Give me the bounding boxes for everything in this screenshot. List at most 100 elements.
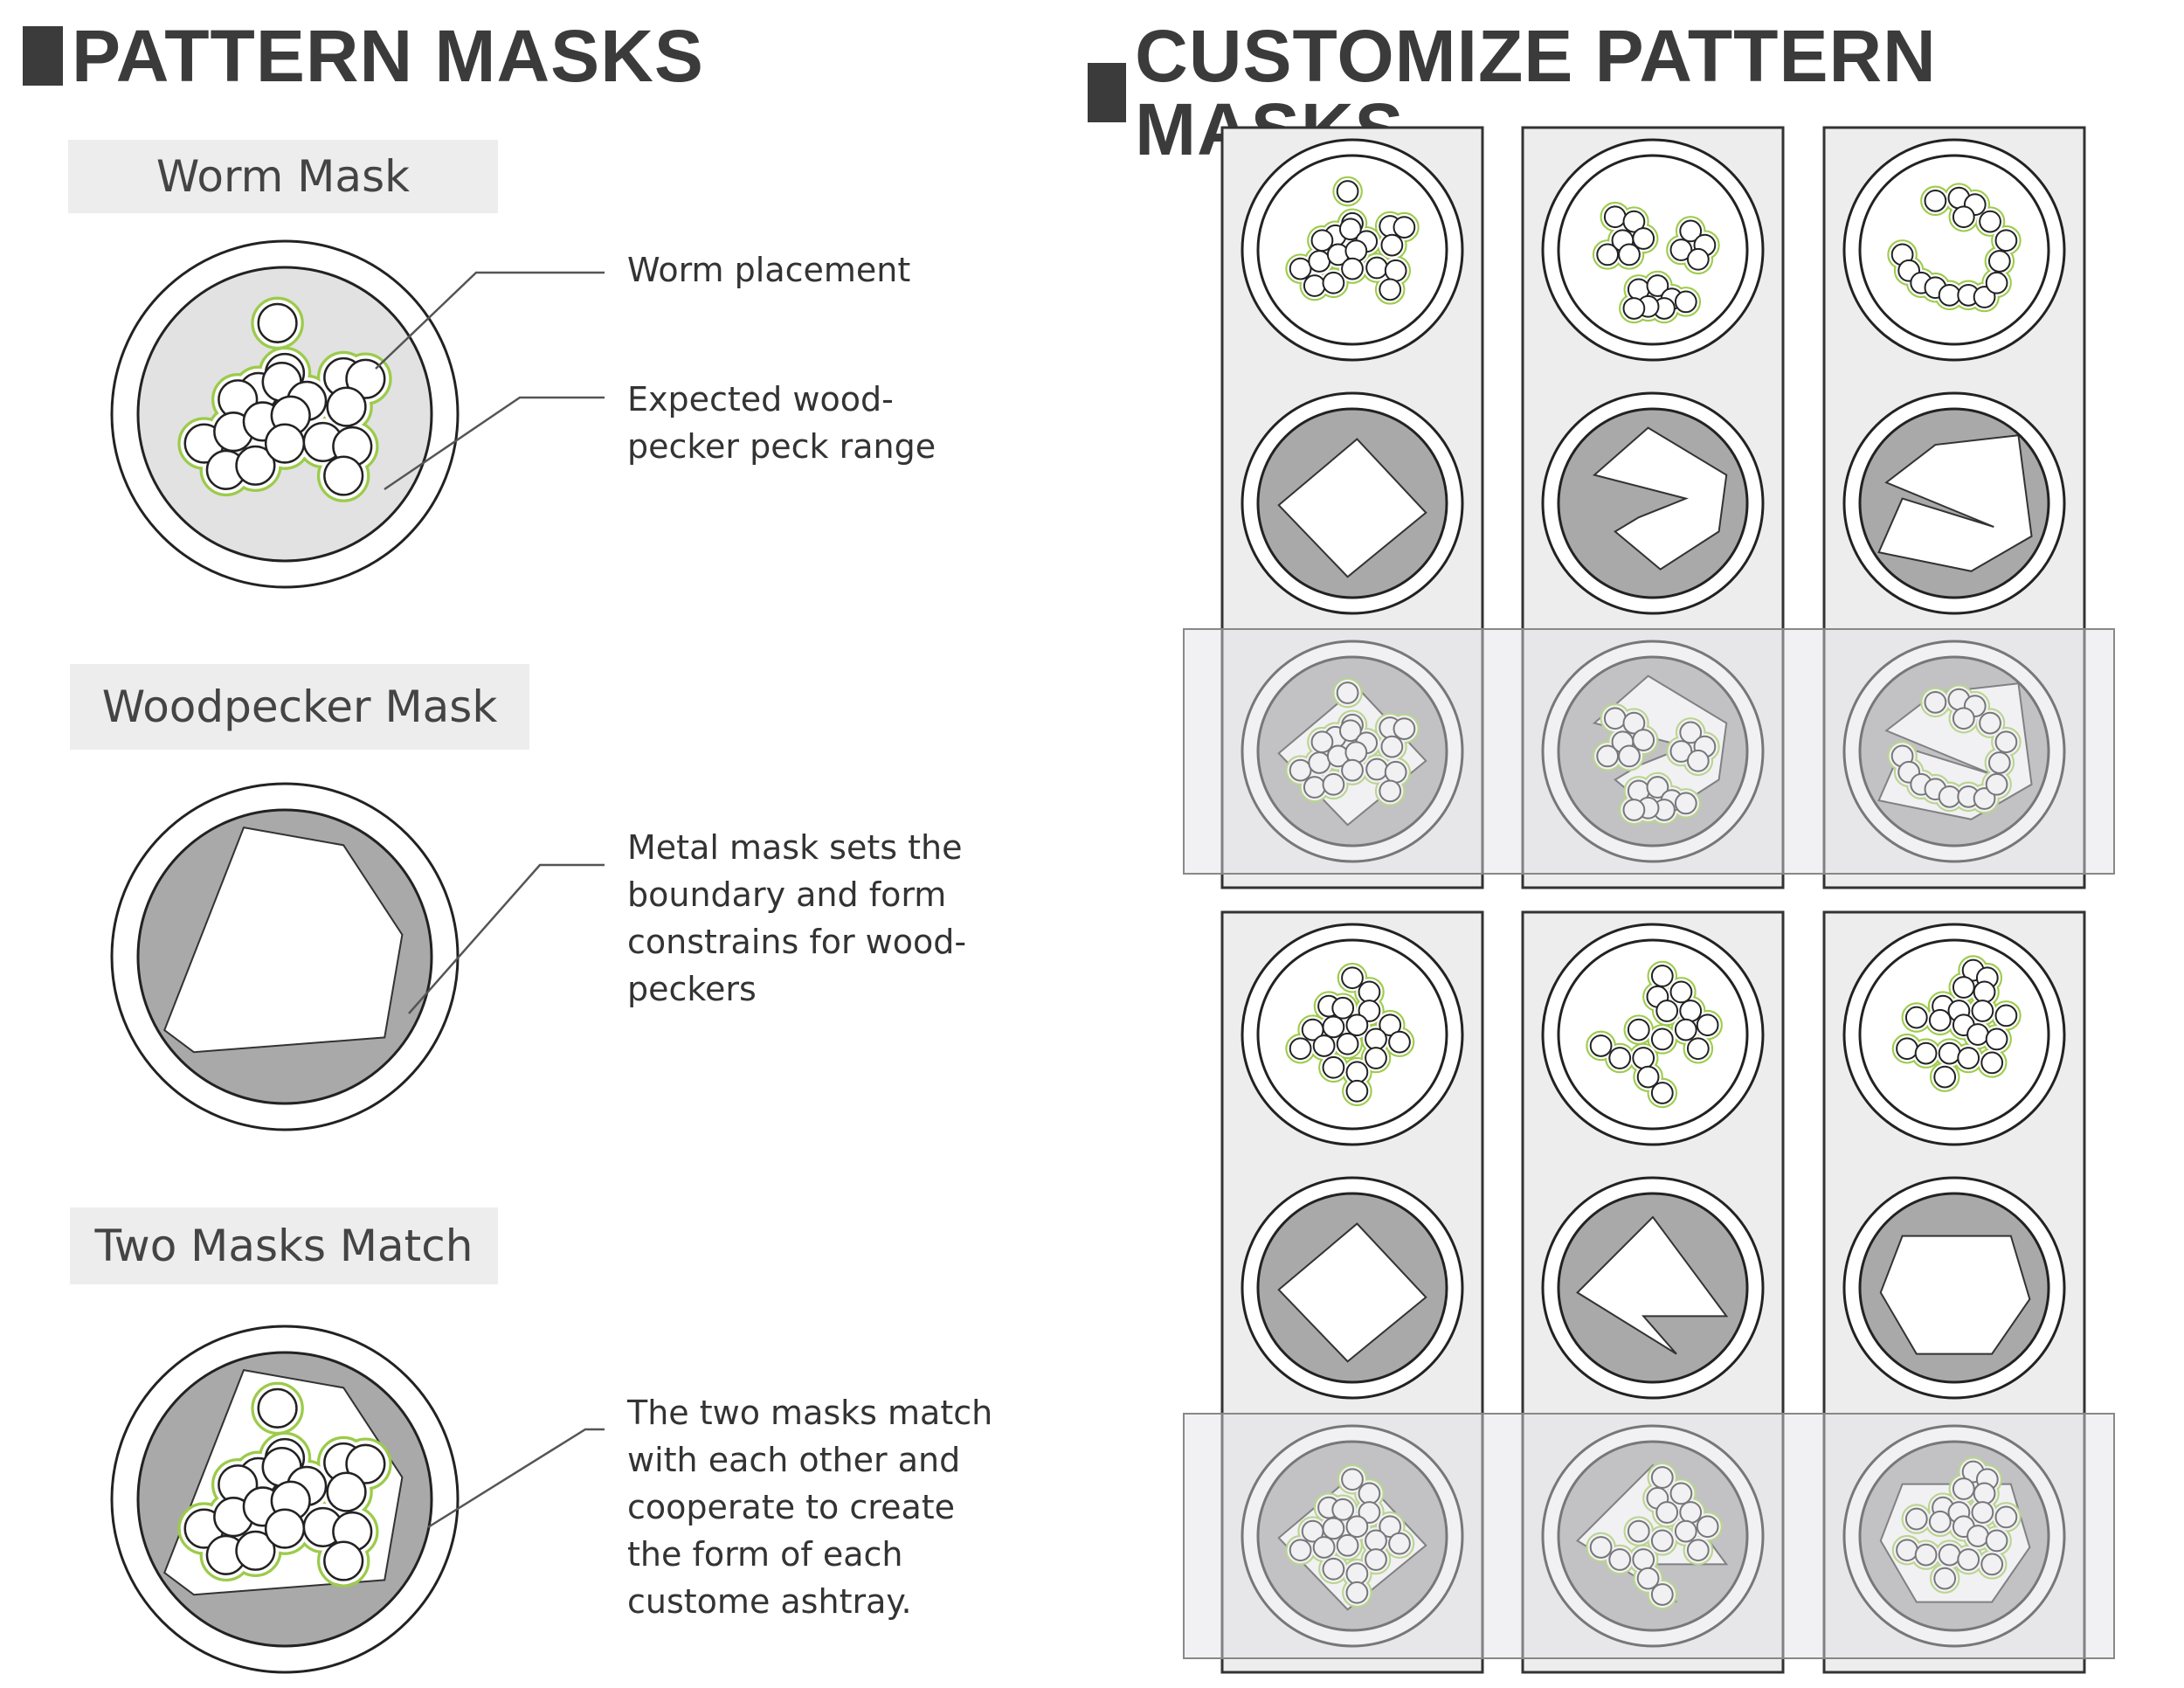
worm-hole bbox=[1650, 1583, 1674, 1606]
mask-opening bbox=[1592, 426, 1728, 571]
worm-hole bbox=[345, 358, 386, 399]
worm-hole bbox=[1686, 1539, 1710, 1562]
dish-inner-ring bbox=[1858, 407, 2050, 599]
worm-hole bbox=[1636, 1065, 1660, 1089]
worm-hole bbox=[1985, 1027, 2008, 1051]
worm-hole bbox=[257, 1387, 298, 1429]
worm-hole bbox=[1669, 1482, 1693, 1505]
worm-outline bbox=[1332, 677, 1363, 709]
worm-hole bbox=[1987, 250, 2011, 273]
worm-hole bbox=[1345, 1013, 1369, 1037]
worm-hole bbox=[1696, 1515, 1719, 1539]
dish-inner-ring bbox=[1557, 655, 1749, 847]
worm-hole bbox=[1957, 1548, 1980, 1571]
mask-opening bbox=[1576, 1215, 1729, 1355]
worm-hole bbox=[1312, 1034, 1336, 1057]
worm-hole bbox=[1632, 227, 1655, 250]
worm-hole bbox=[1985, 1529, 2008, 1553]
worm-hole bbox=[1322, 1517, 1345, 1540]
worm-holes bbox=[1890, 688, 2018, 810]
worm-hole bbox=[1289, 758, 1312, 782]
worm-holes bbox=[1589, 965, 1719, 1104]
worm-hole bbox=[1636, 1567, 1660, 1590]
mask-opening bbox=[1879, 1235, 2031, 1355]
worm-hole bbox=[345, 1443, 386, 1484]
worm-hole bbox=[1994, 229, 2018, 253]
worm-mask-label: Worm Mask bbox=[68, 140, 498, 213]
worm-hole bbox=[1618, 744, 1641, 768]
worm-hole bbox=[1379, 278, 1402, 301]
dish-content bbox=[177, 296, 392, 502]
worm-hole bbox=[1312, 1536, 1336, 1559]
dish-inner-ring bbox=[1557, 407, 1749, 599]
two-masks-match-note: The two masks match with each other and … bbox=[627, 1394, 993, 1621]
worm-holes bbox=[1896, 1460, 2018, 1590]
worm-holes bbox=[1289, 180, 1416, 301]
woodpecker-pattern-dish bbox=[1842, 391, 2066, 615]
worm-hole bbox=[1952, 1477, 1975, 1500]
worm-hole bbox=[1973, 980, 1996, 1004]
worm-outline bbox=[1647, 1579, 1678, 1610]
worm-mask-dish bbox=[110, 239, 460, 589]
worm-hole bbox=[1938, 283, 1961, 307]
worm-hole bbox=[1380, 735, 1404, 758]
worm-hole bbox=[1686, 749, 1710, 772]
worm-hole bbox=[1622, 210, 1646, 233]
woodpecker-pattern-dish bbox=[1241, 391, 1464, 615]
worm-hole bbox=[1979, 711, 2001, 735]
worm-hole bbox=[1358, 1000, 1381, 1022]
dish-content bbox=[1586, 960, 1723, 1109]
worm-hole bbox=[1646, 776, 1669, 799]
dish-content bbox=[1592, 426, 1728, 571]
worm-hole bbox=[1345, 1079, 1369, 1103]
dish-inner-ring bbox=[1256, 1440, 1448, 1632]
worm-hole bbox=[1341, 257, 1364, 280]
worm-hole bbox=[1589, 1536, 1613, 1559]
worm-pattern-dish bbox=[1241, 923, 1464, 1146]
title-bar-marker bbox=[1088, 63, 1127, 122]
match-leader bbox=[427, 1428, 605, 1529]
worm-hole bbox=[1904, 1006, 1928, 1029]
dish-inner-ring bbox=[1557, 154, 1749, 346]
worm-hole bbox=[1341, 758, 1364, 782]
worm-hole bbox=[1596, 243, 1620, 266]
mask-opening bbox=[1277, 438, 1427, 578]
worm-hole bbox=[1365, 1047, 1387, 1069]
dish-content bbox=[1277, 438, 1427, 578]
two-masks-match-label: Two Masks Match bbox=[70, 1207, 498, 1284]
dish-inner bbox=[1559, 409, 1747, 598]
worm-hole bbox=[1966, 1023, 1989, 1046]
worm-hole bbox=[1994, 730, 2018, 754]
worm-hole bbox=[1384, 259, 1407, 282]
worm-hole bbox=[1971, 1501, 1994, 1524]
combined-pattern-dish bbox=[1241, 640, 1464, 863]
worm-hole bbox=[1336, 180, 1359, 203]
worm-hole bbox=[1696, 1013, 1719, 1037]
worm-hole bbox=[1669, 239, 1693, 261]
worm-holes bbox=[183, 1387, 386, 1581]
dish-inner-ring bbox=[1557, 1440, 1749, 1632]
worm-hole bbox=[1627, 1018, 1650, 1041]
worm-hole bbox=[1365, 1027, 1387, 1051]
worm-hole bbox=[1289, 1037, 1312, 1061]
dish-inner-ring bbox=[1256, 1192, 1448, 1384]
worm-hole bbox=[257, 302, 298, 343]
worm-outline bbox=[1647, 1077, 1678, 1109]
worm-hole bbox=[1331, 996, 1355, 1020]
worm-hole bbox=[264, 1508, 306, 1549]
dish-inner-ring bbox=[1858, 1440, 2050, 1632]
worm-hole bbox=[1952, 976, 1975, 999]
worm-hole bbox=[1669, 980, 1693, 1004]
dish-content bbox=[1576, 1215, 1729, 1355]
worm-hole bbox=[1933, 1065, 1957, 1089]
dish-inner-ring bbox=[1858, 154, 2050, 346]
woodpecker-pattern-dish bbox=[1541, 391, 1765, 615]
dish-inner-ring bbox=[1858, 1192, 2050, 1384]
worm-hole bbox=[1650, 1466, 1674, 1489]
worm-hole bbox=[1336, 681, 1359, 704]
worm-hole bbox=[1973, 787, 1996, 810]
mask-opening bbox=[1877, 434, 2033, 572]
worm-hole bbox=[1674, 1018, 1697, 1041]
worm-hole bbox=[1674, 792, 1697, 815]
